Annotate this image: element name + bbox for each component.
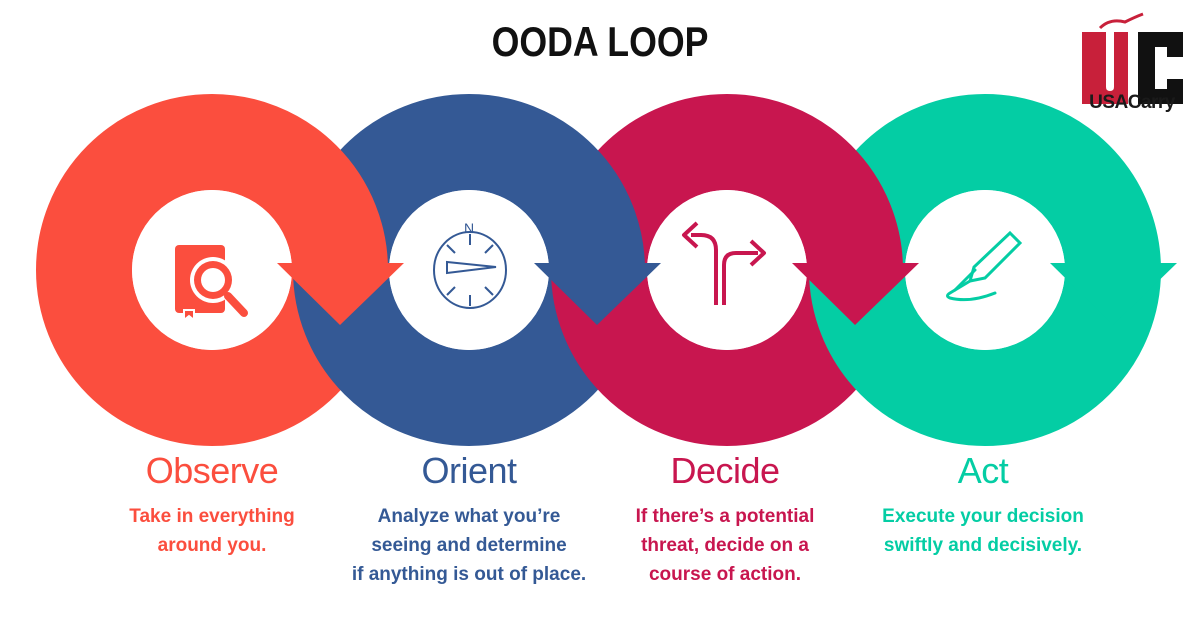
step-desc-line: course of action. (648, 564, 802, 585)
pen-icon (946, 230, 1023, 302)
step-orient: Orient Analyze what you’re seeing and det… (329, 450, 609, 589)
orient-arrow-head (534, 263, 661, 325)
step-desc-line: around you. (157, 535, 267, 556)
observe-ring-top (36, 94, 388, 270)
decide-arrow-head (792, 263, 919, 325)
compass-icon: N (433, 220, 507, 309)
decide-ring-top (551, 94, 903, 270)
orient-ring-bottom (293, 270, 645, 446)
step-desc-line: If there’s a potential (635, 506, 815, 527)
observe-ring-bottom (36, 270, 388, 446)
step-title: Decide (670, 450, 780, 491)
step-desc-line: Analyze what you’re (377, 506, 561, 527)
step-desc-line: seeing and determine (371, 535, 567, 556)
step-desc-line: Take in everything (129, 506, 295, 527)
step-title: Act (957, 450, 1009, 491)
page-title: OODA LOOP (491, 18, 709, 65)
step-observe: Observe Take in everything around you. (72, 450, 352, 560)
decide-ring-bottom (551, 270, 903, 446)
step-desc-line: if anything is out of place. (351, 564, 587, 585)
act-inner-circle (905, 190, 1065, 350)
act-ring-top (809, 94, 1161, 270)
step-desc-line: Execute your decision (882, 506, 1084, 527)
decide-inner-circle (647, 190, 807, 350)
logo-text: USACarry (1089, 92, 1175, 113)
step-title: Orient (421, 450, 517, 491)
act-ring-bottom (809, 270, 1161, 446)
usacarry-logo (1082, 12, 1183, 104)
orient-ring-top (293, 94, 645, 270)
observe-arrow-head (277, 263, 404, 325)
act-arrow-head (1050, 263, 1177, 325)
step-desc-line: threat, decide on a (641, 535, 809, 556)
svg-text:N: N (464, 220, 474, 236)
step-act: Act Execute your decision swiftly and dec… (843, 450, 1123, 560)
step-title: Observe (145, 450, 279, 491)
step-desc-line: swiftly and decisively. (883, 535, 1083, 556)
split-arrows-icon (682, 221, 766, 305)
step-decide: Decide If there’s a potential threat, dec… (585, 450, 865, 589)
search-document-icon (175, 245, 248, 323)
